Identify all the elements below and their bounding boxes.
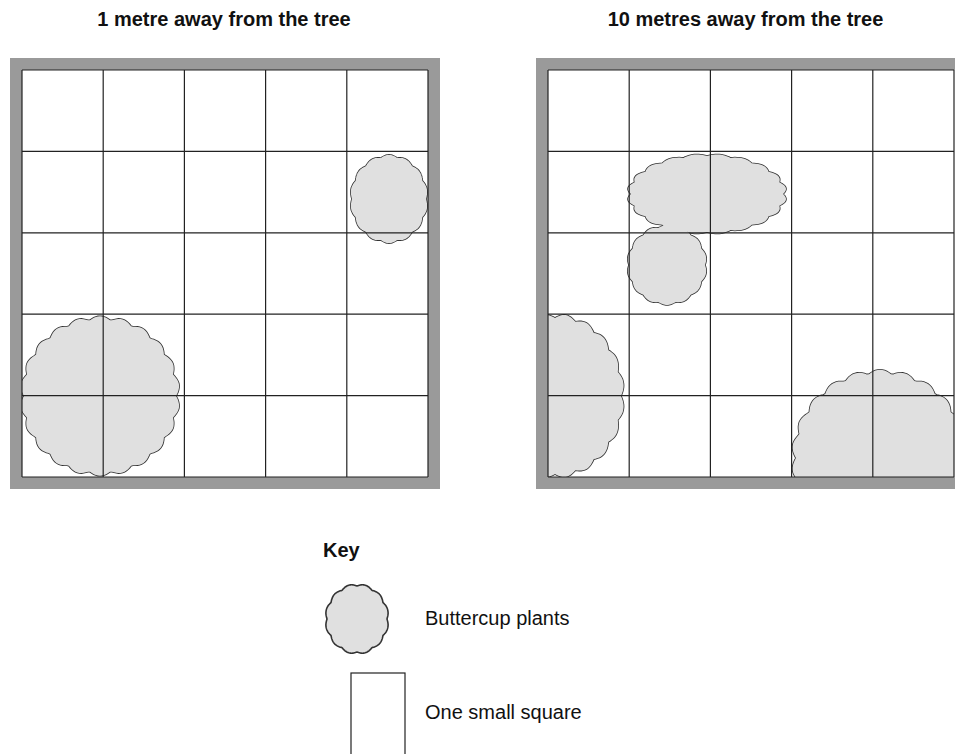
grid-line bbox=[710, 70, 711, 477]
grid-line bbox=[22, 395, 428, 396]
grid-line bbox=[791, 70, 792, 477]
key-heading: Key bbox=[323, 539, 360, 562]
grid-line bbox=[548, 69, 954, 70]
quadrat-frame bbox=[16, 64, 434, 483]
grid-line bbox=[547, 70, 548, 477]
buttercup-plant bbox=[351, 155, 427, 243]
grid-line bbox=[548, 395, 954, 396]
grid-line bbox=[22, 232, 428, 233]
grid-line bbox=[427, 70, 428, 477]
grid-line bbox=[22, 69, 428, 70]
buttercup-plant bbox=[628, 225, 706, 305]
legend-square-sample bbox=[351, 673, 405, 754]
grid-line bbox=[265, 70, 266, 477]
quadrat-heading: 10 metres away from the tree bbox=[536, 8, 955, 31]
quadrat-heading: 1 metre away from the tree bbox=[10, 8, 438, 31]
quadrat: 10 metres away from the tree bbox=[536, 58, 955, 490]
buttercup-plant bbox=[628, 155, 786, 234]
buttercup-plant bbox=[628, 155, 786, 234]
grid-line bbox=[22, 476, 428, 477]
legend-text: One small square bbox=[425, 701, 582, 724]
grid-line bbox=[872, 70, 873, 477]
grid-line bbox=[548, 476, 954, 477]
grid-line bbox=[548, 314, 954, 315]
grid-line bbox=[629, 70, 630, 477]
grid-line bbox=[22, 314, 428, 315]
grid-line bbox=[184, 70, 185, 477]
legend-buttercup-sample bbox=[326, 585, 388, 653]
quadrat: 1 metre away from the tree bbox=[10, 58, 438, 490]
grid-line bbox=[346, 70, 347, 477]
buttercup-plant bbox=[628, 225, 706, 305]
grid-line bbox=[103, 70, 104, 477]
grid-line bbox=[548, 232, 954, 233]
grid-line bbox=[953, 70, 954, 477]
buttercup-plant bbox=[351, 155, 427, 243]
grid-line bbox=[21, 70, 22, 477]
grid-line bbox=[548, 151, 954, 152]
legend-text: Buttercup plants bbox=[425, 607, 570, 630]
grid-line bbox=[22, 151, 428, 152]
